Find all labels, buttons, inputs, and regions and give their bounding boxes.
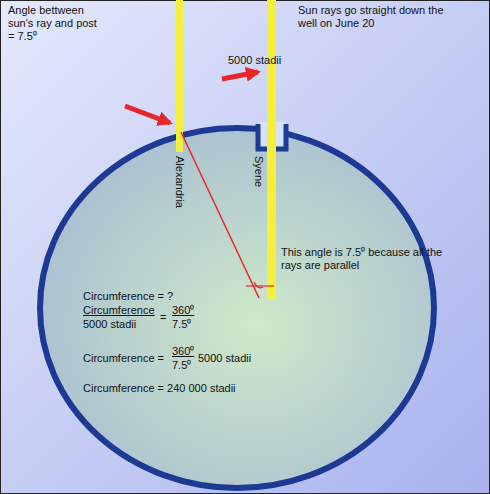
callout-text: Angle bettween sun's ray and post = 7.5⁰ [8, 4, 104, 43]
equation-text: Circumference = ? [83, 290, 173, 303]
fraction-numerator: 360⁰ [172, 345, 194, 358]
equation-text: Circumference = 240 000 stadii [83, 382, 236, 395]
note-text: This angle is 7.5⁰ because all the rays … [281, 246, 461, 272]
fraction-denominator: 5000 stadii [83, 318, 136, 331]
fraction-denominator: 7.5⁰ [172, 359, 191, 372]
equals-sign: = [160, 311, 166, 324]
sun-ray-line [181, 132, 259, 298]
earth-circle [40, 128, 434, 488]
angle-arc [254, 282, 263, 288]
angle-mark [246, 285, 274, 286]
fraction-numerator: 360⁰ [172, 304, 194, 317]
equation-text: 5000 stadii [198, 352, 251, 365]
place-name: Syene [252, 156, 265, 187]
equation-text: Circumference = [83, 352, 164, 365]
alexandria-post [176, 0, 183, 152]
red-arrow [125, 106, 170, 123]
fraction-numerator: Circumference [83, 304, 155, 317]
fraction-denominator: 7.5⁰ [172, 318, 191, 331]
distance-label: 5000 stadii [228, 54, 281, 67]
callout-text: Sun rays go straight down the well on Ju… [298, 4, 464, 30]
syene-sun-ray [267, 0, 276, 300]
red-arrow [222, 72, 258, 79]
place-name: Alexandria [173, 156, 186, 208]
